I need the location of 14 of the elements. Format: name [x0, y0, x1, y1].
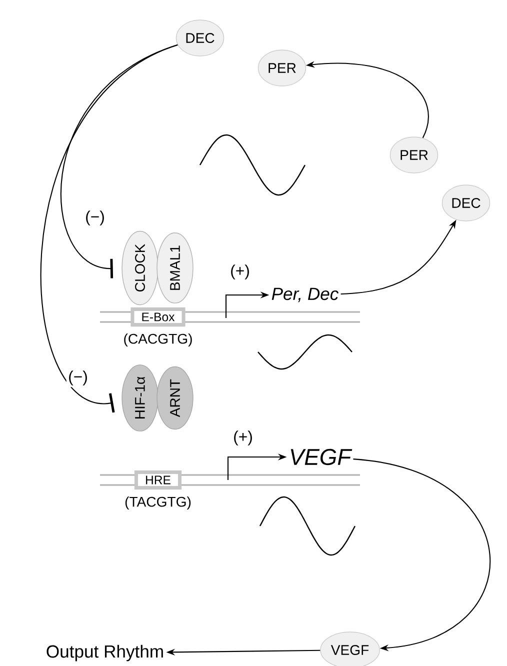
arrow	[353, 458, 490, 652]
arrow	[60, 44, 178, 278]
gene-name: Per, Dec	[272, 288, 338, 302]
arrow	[40, 44, 178, 413]
edge-label: (+)	[228, 262, 252, 282]
binding-site: E-Box	[130, 307, 186, 327]
output-label: Output Rhythm	[46, 644, 163, 662]
edge-label: (−)	[66, 368, 90, 388]
gene-name: VEGF	[290, 448, 352, 466]
edge-label: (+)	[231, 428, 255, 448]
edge-label: (−)	[83, 208, 107, 228]
sequence-label: (CACGTG)	[124, 333, 192, 347]
binding-site: HRE	[134, 470, 182, 490]
sequence-label: (TACGTG)	[125, 496, 191, 510]
